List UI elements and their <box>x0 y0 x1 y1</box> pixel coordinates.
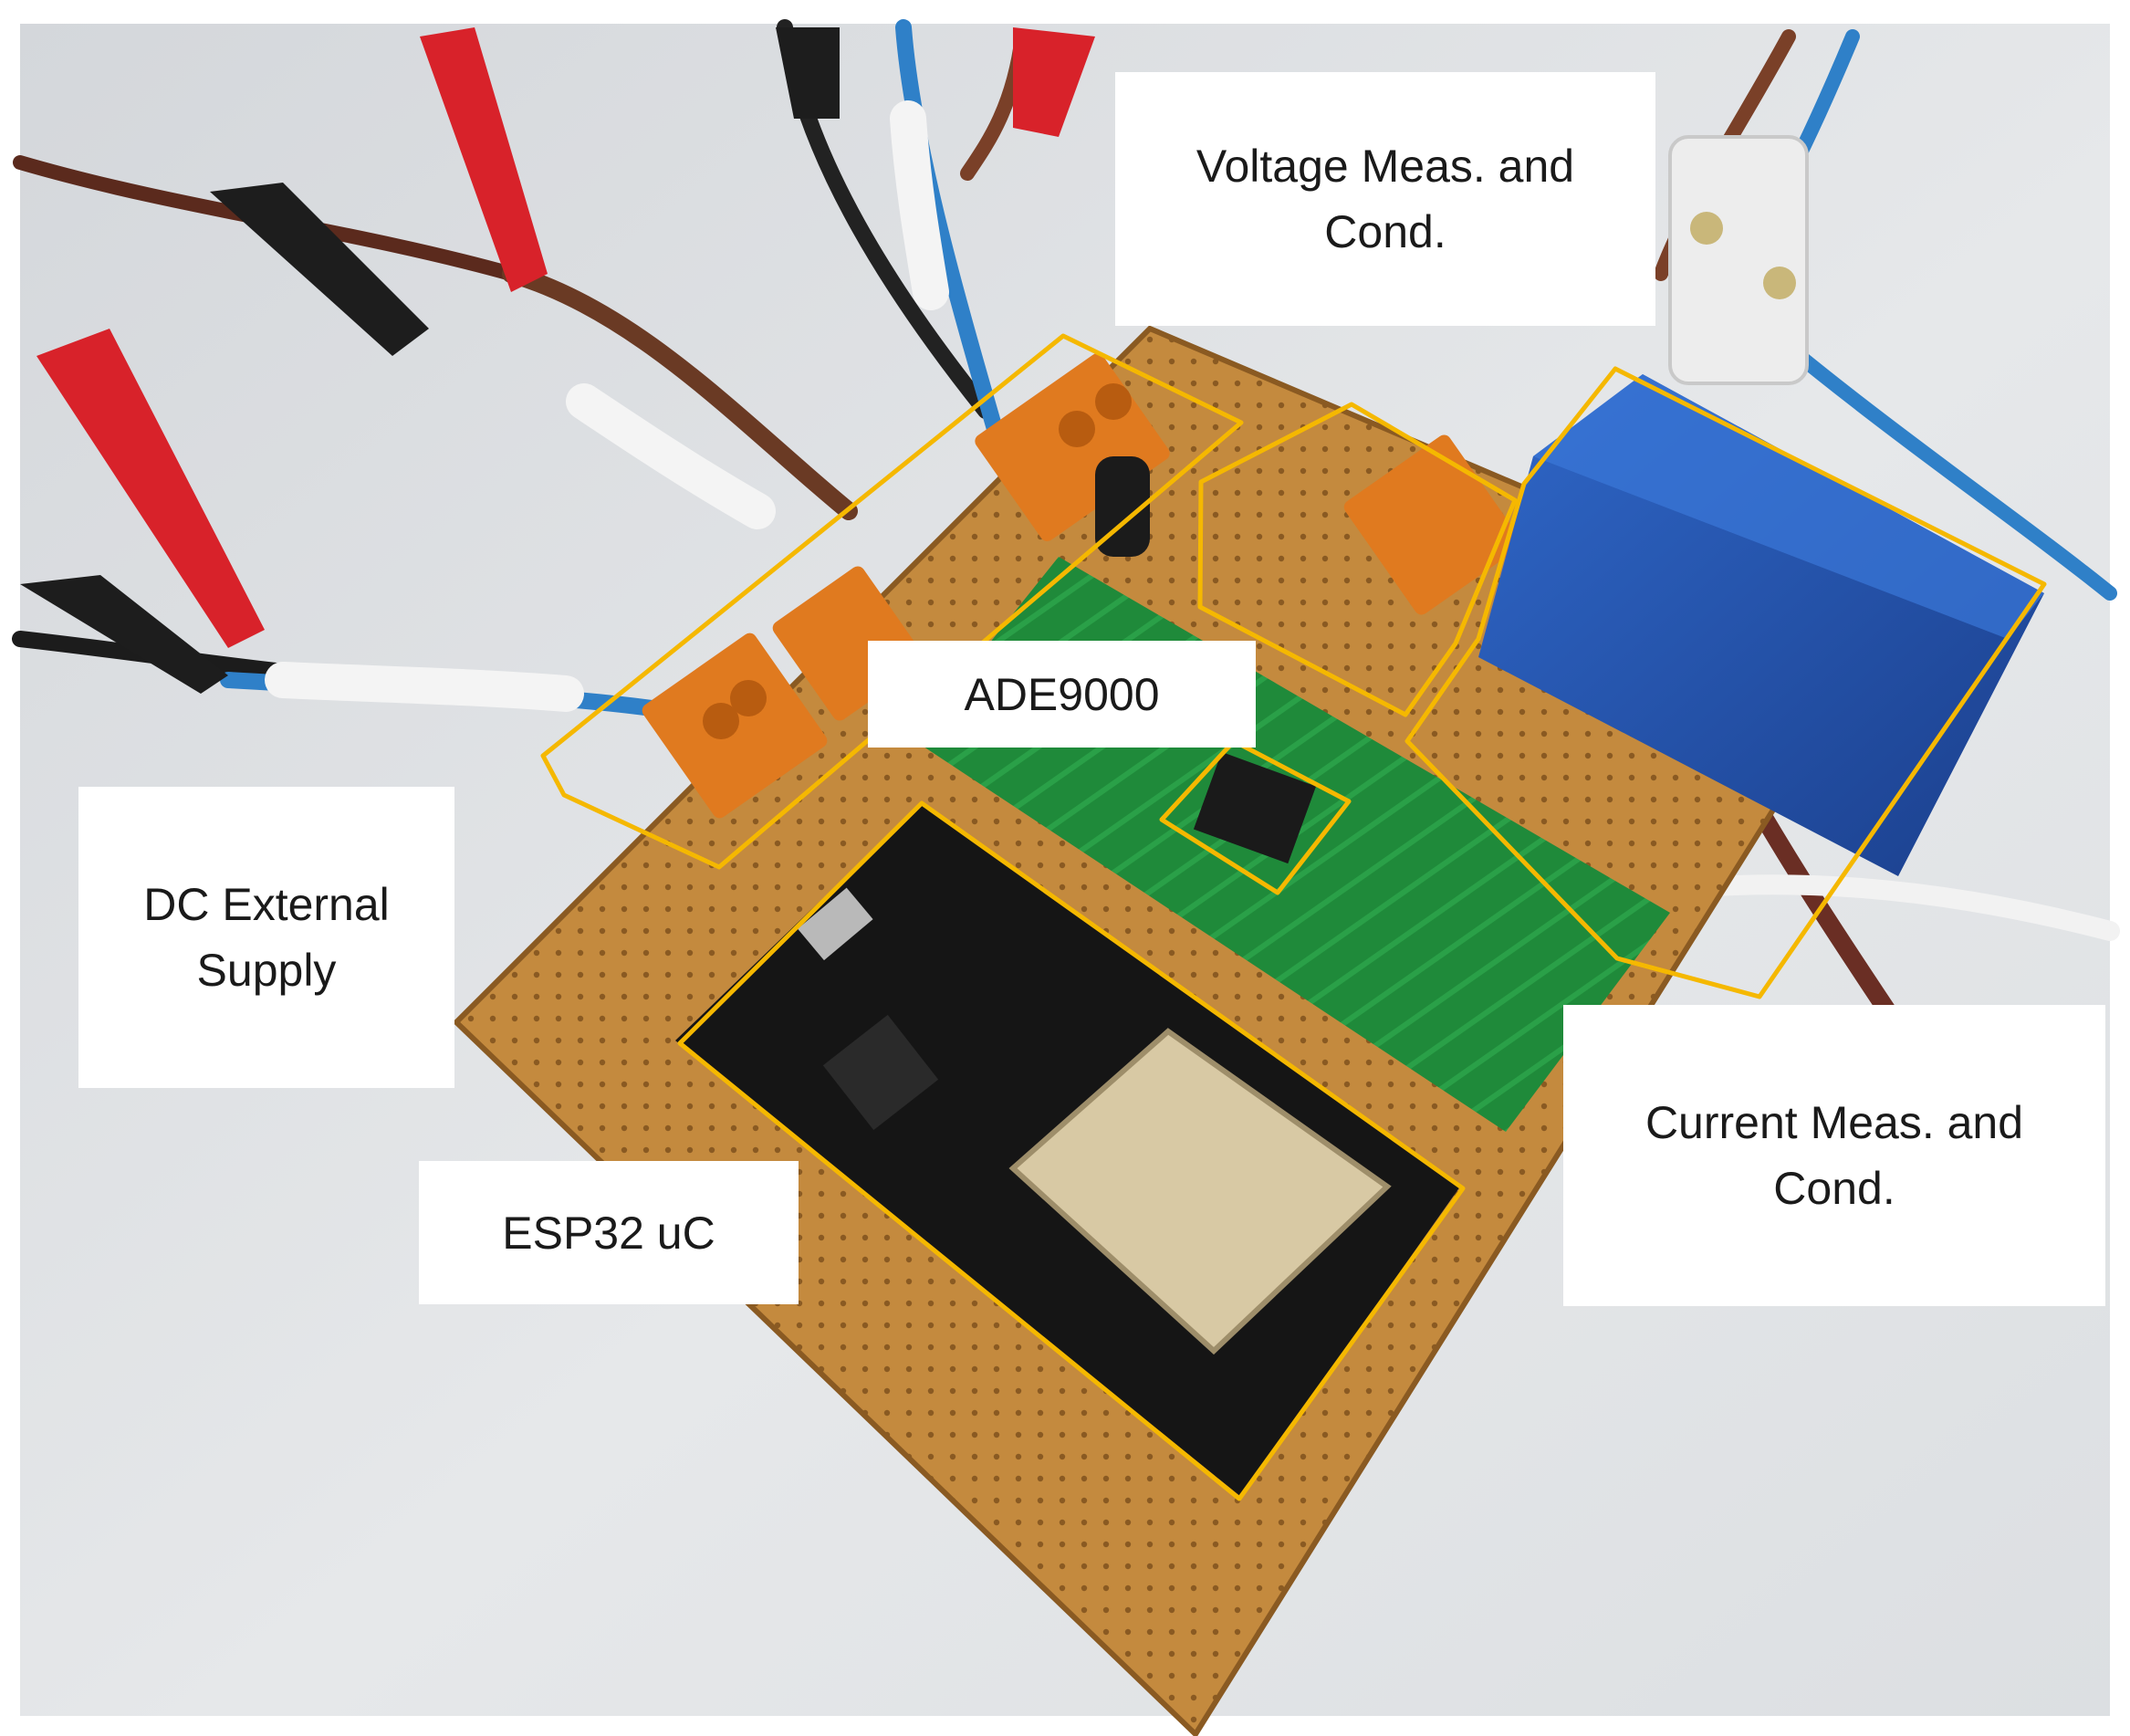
callout-voltage-line2: Cond. <box>1324 206 1446 257</box>
highlight-voltage <box>1197 402 1518 717</box>
alligator-clips <box>20 27 1095 694</box>
callout-esp32: ESP32 uC <box>419 1161 799 1304</box>
current-sensor <box>1478 374 2044 876</box>
callout-voltage-meas: Voltage Meas. and Cond. <box>1115 72 1655 326</box>
callout-ade9000: ADE9000 <box>868 641 1256 748</box>
callout-current-line1: Current Meas. and <box>1644 1097 2024 1148</box>
callout-current-line2: Cond. <box>1773 1163 1895 1214</box>
callout-current-meas: Current Meas. and Cond. <box>1563 1005 2105 1306</box>
callout-dc-supply: DC External Supply <box>78 787 454 1088</box>
usb-connector <box>798 887 873 961</box>
capacitor <box>1095 456 1150 557</box>
ade9000-chip <box>1193 751 1317 864</box>
callout-ade9000-label: ADE9000 <box>964 668 1160 720</box>
callout-esp32-label: ESP32 uC <box>502 1207 715 1259</box>
terminal-connector <box>1668 135 1809 385</box>
callout-voltage-line1: Voltage Meas. and <box>1196 141 1575 192</box>
highlight-ade9000 <box>1159 738 1352 895</box>
highlight-esp32 <box>677 800 1466 1501</box>
esp32-module <box>1008 1028 1392 1355</box>
highlight-current <box>1404 366 2047 999</box>
callout-dc-line1: DC External <box>143 879 390 930</box>
callout-dc-line2: Supply <box>196 945 337 996</box>
